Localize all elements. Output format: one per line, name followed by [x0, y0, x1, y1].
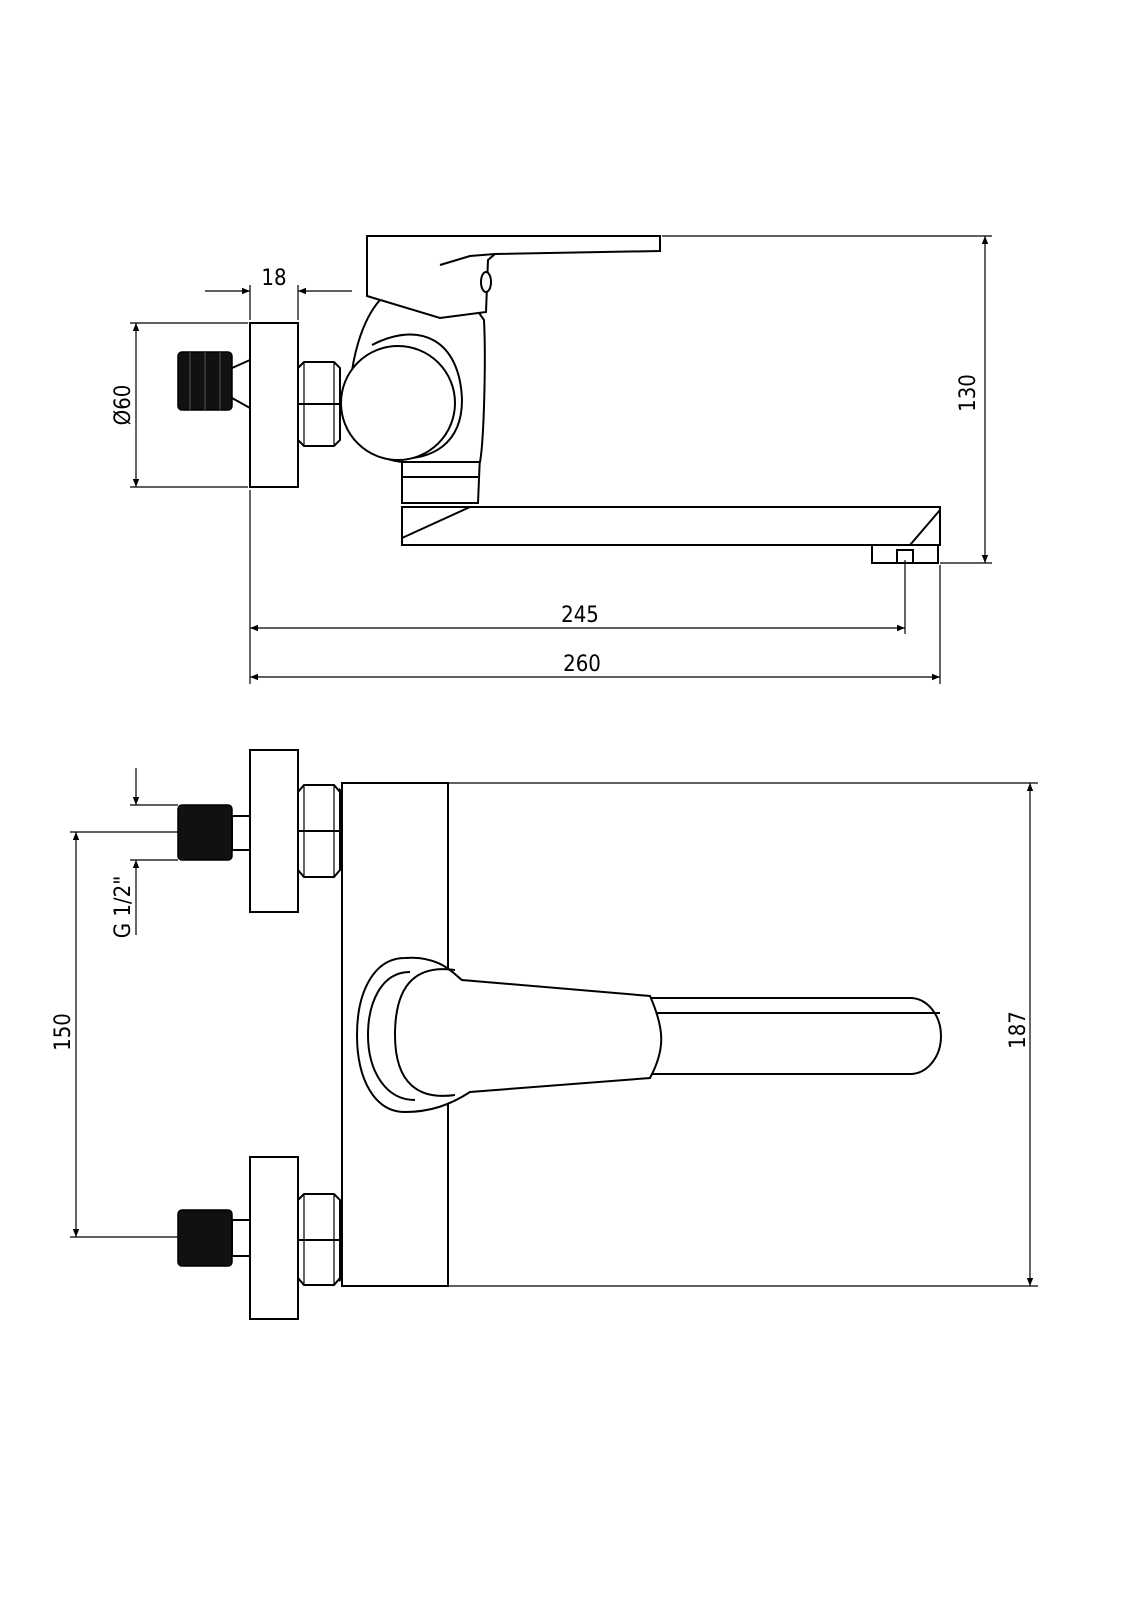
dimension-flange-diameter: Ø60	[111, 322, 248, 488]
dim-label-245: 245	[561, 603, 599, 628]
dimension-flange-thickness: 18	[205, 266, 352, 320]
dimension-thread: G 1/2"	[111, 768, 178, 938]
spout	[401, 506, 941, 564]
top-view: 187 150 G 1/2"	[51, 749, 1038, 1320]
hex-nut	[297, 361, 341, 447]
dim-label-130: 130	[956, 374, 981, 412]
dim-label-150: 150	[51, 1013, 76, 1051]
mixer-body	[340, 299, 486, 504]
dimension-inlet-spacing: 150	[51, 831, 178, 1238]
dim-label-18: 18	[261, 266, 286, 291]
lever-handle	[366, 235, 661, 320]
thread-connector	[177, 351, 251, 411]
upper-connector	[177, 749, 353, 913]
spout-top	[639, 997, 942, 1075]
dim-label-diameter: Ø60	[111, 385, 136, 426]
dimension-height: 130	[662, 235, 992, 564]
dimension-body-length: 187	[448, 782, 1038, 1287]
lower-connector	[177, 1156, 353, 1320]
dim-label-187: 187	[1006, 1011, 1031, 1049]
dim-label-thread: G 1/2"	[111, 876, 136, 939]
wall-flange	[249, 322, 299, 488]
dim-label-260: 260	[563, 652, 601, 677]
dimension-spout-reach: 245 260	[249, 490, 941, 684]
side-view: 18 Ø60 130 245 260	[111, 235, 992, 684]
lever-handle-top	[355, 956, 663, 1114]
